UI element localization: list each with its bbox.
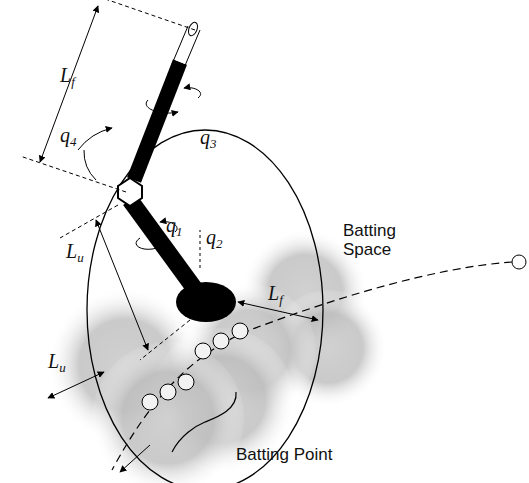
upper-arm	[130, 200, 200, 296]
region-label: Batting Point	[236, 446, 332, 465]
dimension-lines	[20, 0, 318, 398]
batting-points	[142, 323, 248, 410]
region-label: Batting Space	[343, 222, 433, 259]
elbow-joint	[118, 178, 142, 206]
arrow	[120, 445, 150, 472]
batting-space	[49, 230, 386, 483]
joint-angle: q4	[60, 124, 77, 146]
ball	[512, 255, 526, 269]
bracket	[172, 392, 236, 452]
dimension-label: Lf	[60, 64, 75, 86]
joint-angle: q1	[166, 214, 183, 236]
dimension-label: Lu	[48, 350, 66, 372]
joint-angle: q2	[206, 226, 223, 248]
forearm	[134, 62, 180, 180]
forearm-tip	[180, 32, 192, 62]
joint-angle: q3	[200, 126, 217, 148]
dimension-label: Lu	[66, 240, 84, 262]
dimension-label: Lf	[268, 282, 283, 304]
reach-ellipse	[87, 130, 323, 483]
ball-trajectory	[112, 262, 512, 470]
shoulder	[176, 282, 236, 322]
